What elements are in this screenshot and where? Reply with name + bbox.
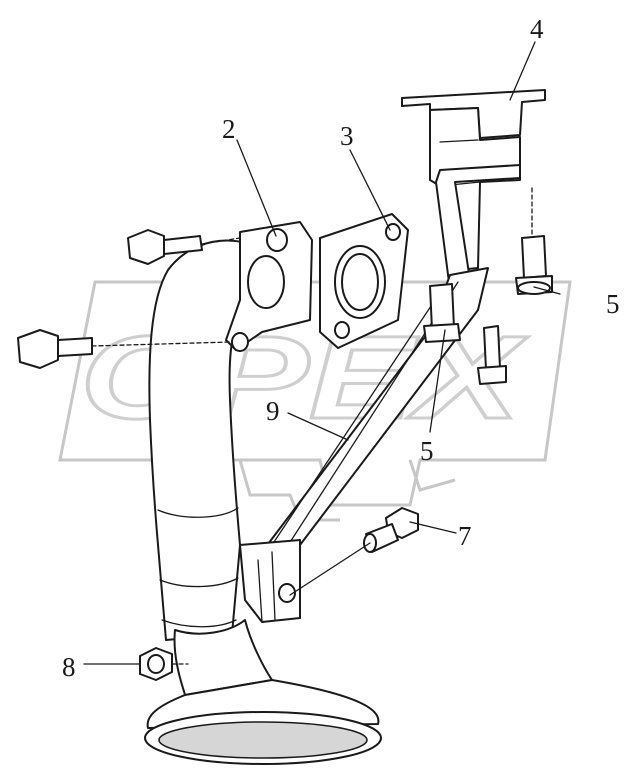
flange-gasket	[319, 213, 409, 349]
leader-7	[409, 521, 457, 534]
leader-5-middle	[429, 329, 446, 433]
leader-5-right	[533, 286, 561, 295]
flange-bolt-lower	[17, 329, 231, 369]
suction-pipe	[148, 239, 263, 641]
leader-lines	[83, 41, 561, 665]
watermark-gear-outline	[58, 280, 572, 507]
bracket-bolt-upper-right	[515, 187, 553, 295]
callout-2: 2	[222, 114, 236, 144]
callout-8: 8	[62, 652, 76, 682]
callout-7: 7	[458, 521, 472, 551]
strainer-bell	[144, 619, 382, 765]
leader-clamp	[289, 542, 371, 596]
flange-bolt-upper	[127, 229, 241, 265]
strainer-nut	[139, 647, 189, 681]
callout-labels: 2 3 4 5 5 7 8 9	[62, 14, 620, 682]
callout-3: 3	[340, 121, 354, 151]
clamp-bolt	[363, 507, 419, 553]
leader-2	[236, 139, 277, 237]
leader-3	[349, 149, 391, 231]
callout-4: 4	[530, 14, 544, 44]
leader-9	[287, 412, 349, 441]
upper-mounting-bracket	[401, 89, 546, 291]
callout-9: 9	[266, 396, 280, 426]
bracket-bolt-middle	[423, 283, 507, 385]
callout-5-middle: 5	[420, 436, 434, 466]
pipe-clamp-bracket	[239, 539, 301, 623]
pipe-flange	[225, 221, 313, 352]
callout-5-right: 5	[606, 289, 620, 319]
leader-4	[509, 41, 536, 101]
